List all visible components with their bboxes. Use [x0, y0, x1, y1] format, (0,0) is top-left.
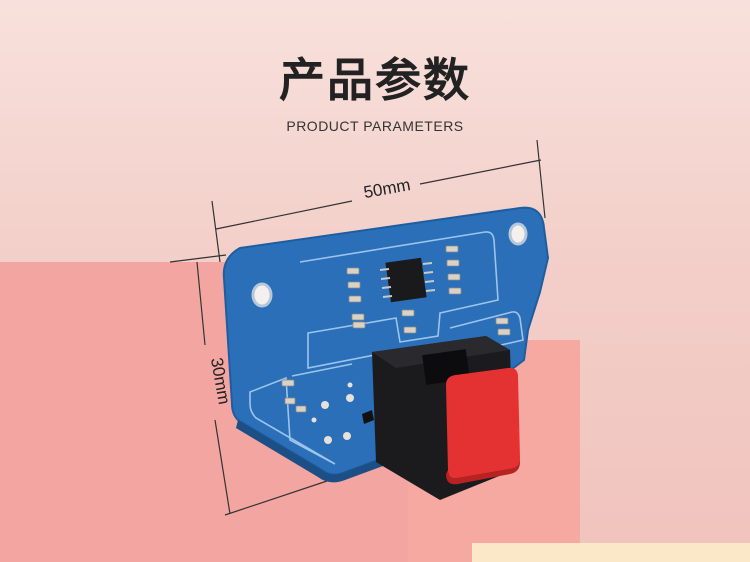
mounting-hole-right: [508, 222, 528, 246]
mounting-hole-left: [251, 282, 273, 308]
solder-pads: [311, 382, 354, 444]
height-dimension: [169, 254, 331, 516]
pcb-board-edge: [236, 420, 405, 483]
silkscreen-outline: [249, 231, 524, 465]
ic-chip: [379, 257, 436, 303]
page-subtitle: PRODUCT PARAMETERS: [286, 118, 464, 134]
background-block-bottom: [472, 543, 750, 562]
width-dimension-label: 50mm: [362, 175, 412, 202]
page-title: 产品参数: [279, 53, 471, 107]
width-dimension: [211, 139, 546, 263]
smd-components: [281, 245, 511, 413]
red-button-cap: [446, 367, 520, 485]
